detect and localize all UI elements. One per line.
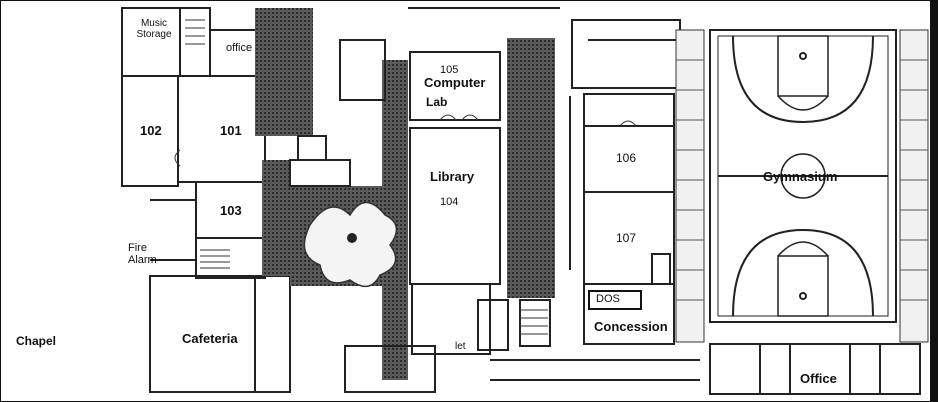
stair-symbols [185, 19, 548, 335]
lab-label: Lab [426, 95, 448, 109]
left-wing [121, 7, 291, 393]
cafeteria-label: Cafeteria [182, 331, 238, 346]
bleacher-lines [676, 59, 928, 301]
room-107-label: 107 [616, 231, 637, 245]
room-106-label: 106 [616, 151, 637, 165]
fire-alarm-label: Fire Alarm [128, 242, 157, 267]
dos-label: DOS [596, 293, 620, 305]
computer-label: Computer [424, 75, 486, 90]
room-101-label: 101 [220, 123, 242, 138]
office-bottom-label: Office [800, 371, 837, 386]
bottom-right-offices [709, 343, 921, 395]
music-storage-label: Music Storage [136, 18, 172, 40]
bleachers [675, 29, 929, 343]
room-105-label: 105 [440, 64, 459, 76]
door-arcs [174, 114, 637, 167]
library-label: Library [430, 169, 475, 184]
room-103-label: 103 [220, 203, 242, 218]
concession-label: Concession [594, 319, 668, 334]
middle-section [339, 7, 700, 393]
scan-edge [930, 0, 938, 402]
toilet-label: let [455, 341, 466, 352]
chapel-label: Chapel [16, 334, 57, 348]
office-top-label: office [226, 42, 253, 54]
hatched-walls [255, 8, 555, 380]
basketball-court [709, 29, 897, 323]
dos-highlight-box [588, 290, 642, 310]
gymnasium-label: Gymnasium [763, 169, 838, 184]
courtyard-tree [303, 201, 398, 288]
room-104-label: 104 [440, 196, 459, 208]
room-102-label: 102 [140, 123, 162, 138]
